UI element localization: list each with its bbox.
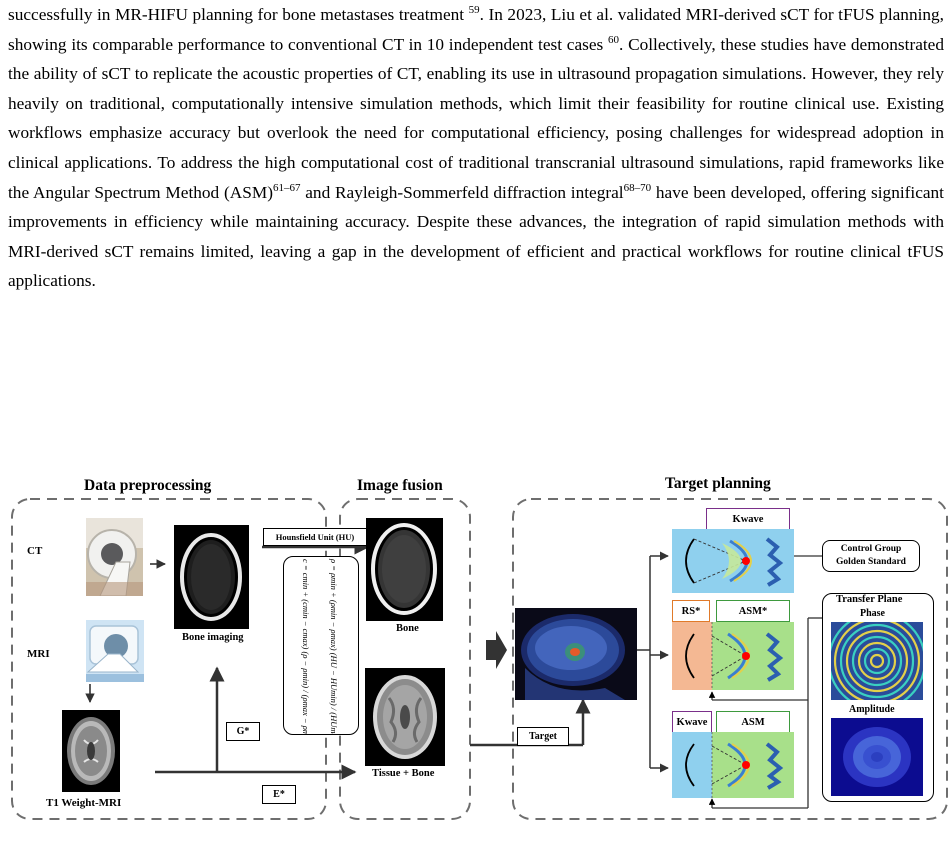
ct-scanner-image [86,518,143,596]
citation-61-67: 61–67 [272,181,301,194]
formula-rho: ρ = ρmin + (ρmin − ρmax) (HU − HUmin) / … [329,559,339,735]
formula-box: ρ = ρmin + (ρmin − ρmax) (HU − HUmin) / … [283,556,359,735]
control-group-line2: Golden Standard [836,557,906,567]
asm-tag: ASM [716,711,790,733]
rs-tag: RS* [672,600,710,622]
section-title-planning: Target planning [665,475,771,492]
transfer-plane-title: Transfer Plane [836,594,903,605]
formula-c: c = cmin + (cmin − cmax) (ρ − ρmin) / (ρ… [301,559,311,735]
e-star-box: E* [262,785,296,804]
head-sagittal-image [515,608,637,700]
big-arrow [486,631,507,669]
sim-panel-kwave-control [672,529,794,593]
ct-label: CT [27,545,43,557]
section-title-fusion: Image fusion [357,477,443,494]
bone-imaging-image [174,525,249,629]
kwave-top-tag: Kwave [706,508,790,530]
bone-imaging-label: Bone imaging [182,632,244,643]
citation-68-70: 68–70 [623,181,652,194]
hu-box: Hounsfield Unit (HU) [263,528,367,546]
mri-label: MRI [27,648,50,660]
amplitude-label: Amplitude [849,704,895,715]
sim-panel-rs-asm [672,622,794,690]
phase-label: Phase [860,608,885,619]
bone-fusion-image [366,518,443,621]
kwave-bottom-tag: Kwave [672,711,712,733]
tissue-bone-image [365,668,445,766]
phase-map-image [831,622,923,700]
amplitude-map-image [831,718,923,796]
bone-label: Bone [396,623,419,634]
citation-59: 59 [468,4,480,17]
citation-60: 60 [608,33,619,46]
planning-dashed-box [512,498,948,820]
control-group-line1: Control Group [840,544,902,554]
control-group-box: Control Group Golden Standard [822,540,920,572]
t1-mri-image [62,710,120,792]
target-box: Target [517,727,569,746]
t1-label: T1 Weight-MRI [46,797,122,809]
body-paragraph: successfully in MR-HIFU planning for bon… [8,4,944,291]
mri-scanner-image [86,620,144,682]
tissue-bone-label: Tissue + Bone [372,768,435,779]
g-star-box: G* [226,722,260,741]
sim-panel-kwave-asm [672,732,794,798]
section-title-preprocessing: Data preprocessing [84,477,212,494]
asm-star-tag: ASM* [716,600,790,622]
